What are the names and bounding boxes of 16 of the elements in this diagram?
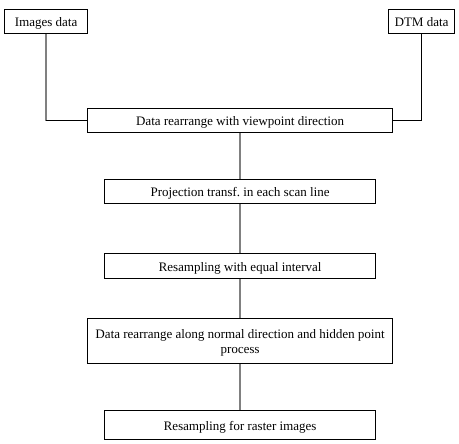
process-box [87,318,393,364]
process-box [388,9,455,34]
box-label: Resampling with equal interval [158,258,322,274]
process-box [87,108,393,133]
process-box [104,410,376,440]
box-label: Data rearrange along normal direction and hidden point process [94,326,386,356]
connector-line [392,34,422,121]
process-box [104,179,376,204]
box-label: Data rearrange with viewpoint direction [136,113,344,128]
box-label: Resampling for raster images [164,418,316,432]
box-label: DTM data [394,14,448,29]
process-box [4,9,88,34]
box-label: Images data [14,14,78,29]
connector-line [46,34,88,121]
process-box [104,253,376,279]
box-label: Projection transf. in each scan line [150,184,330,199]
